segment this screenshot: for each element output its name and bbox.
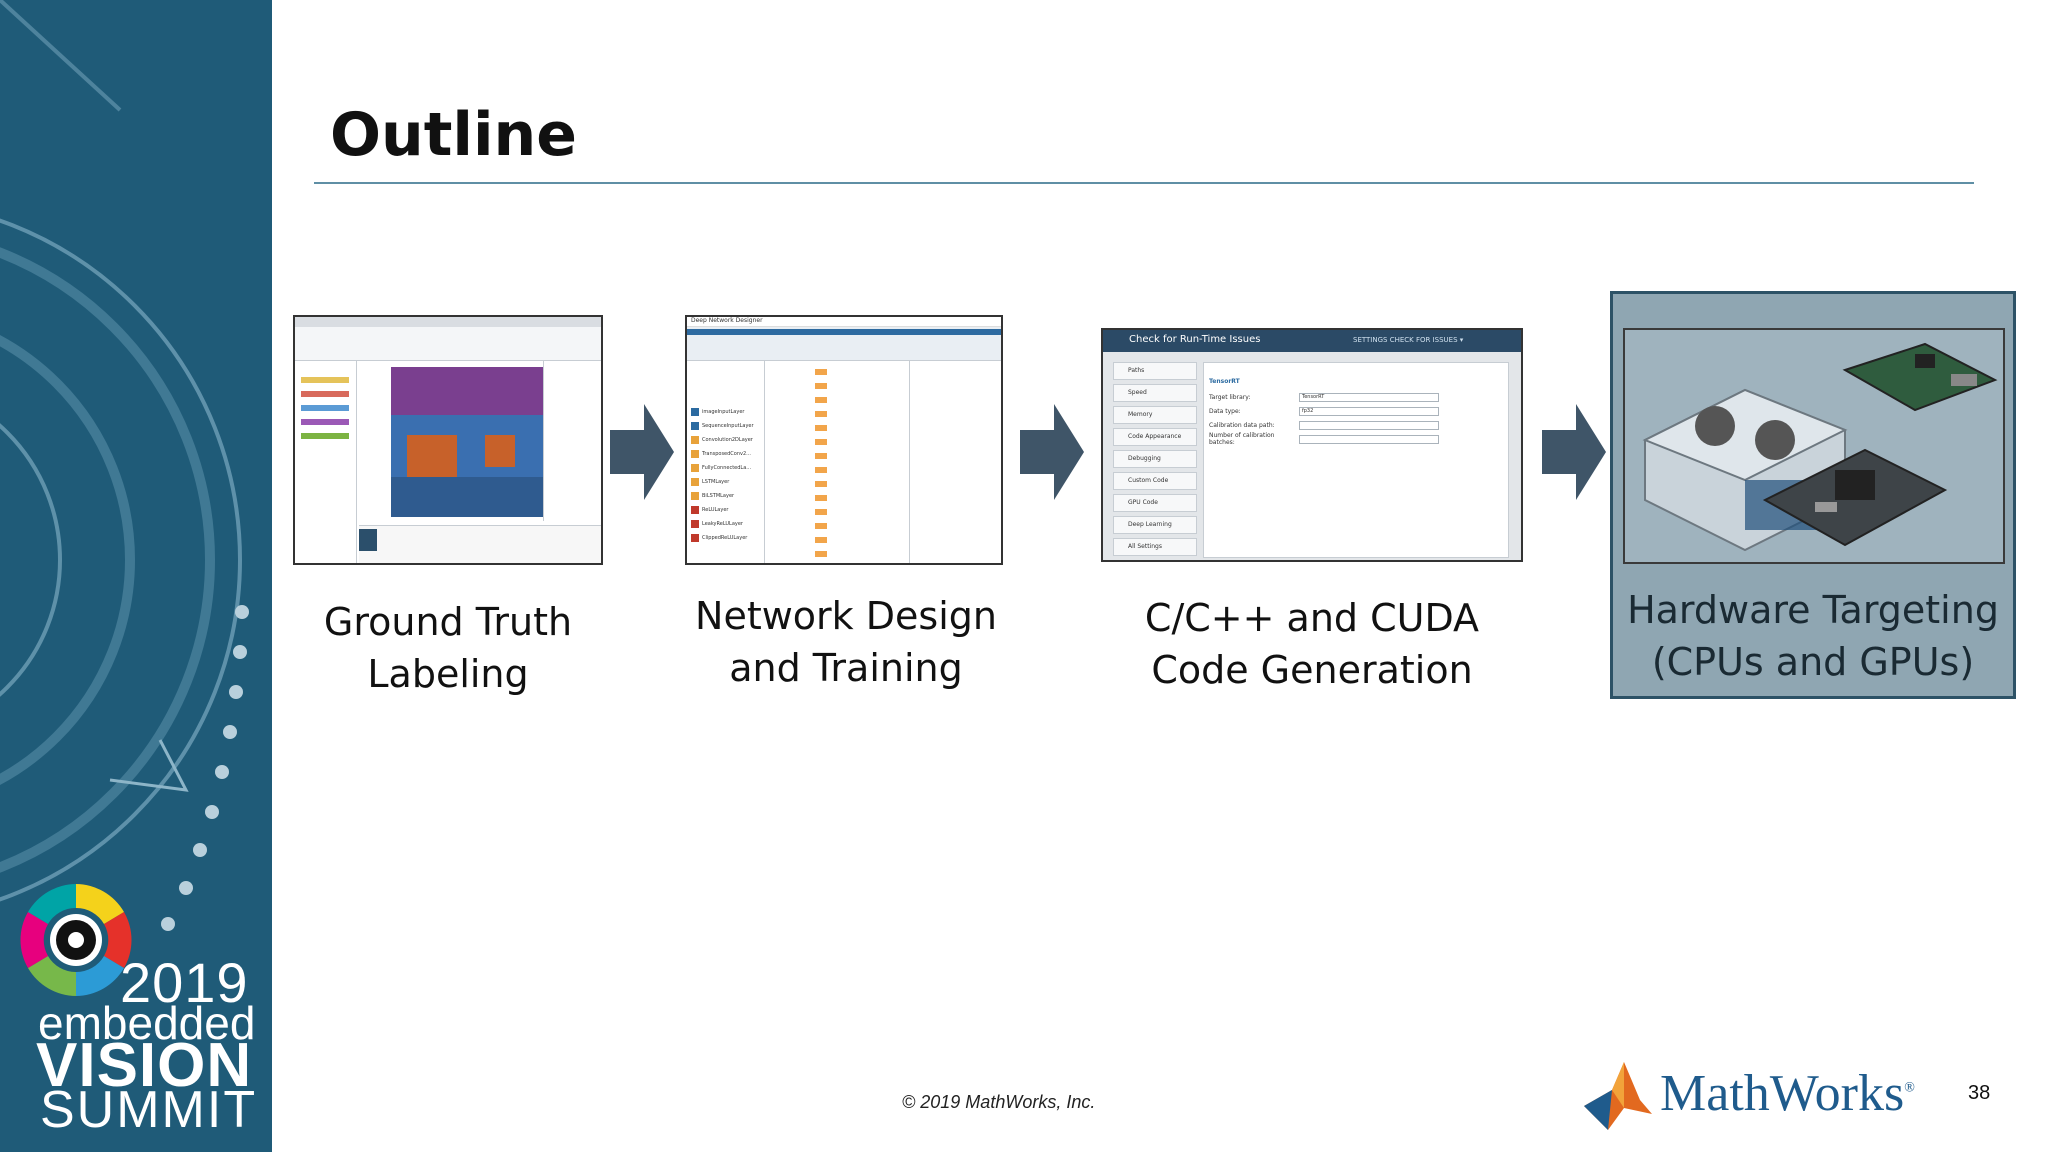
- copyright-notice: © 2019 MathWorks, Inc.: [902, 1092, 1096, 1112]
- summit-vision: VISION: [36, 1031, 253, 1100]
- step-label-network-design: Network Design and Training: [695, 594, 997, 690]
- settings-nav-item: Custom Code: [1113, 472, 1197, 490]
- layer-icon: [691, 408, 699, 416]
- arrow-right-icon: [610, 404, 674, 500]
- ground-truth-labeler-screenshot: [293, 315, 603, 565]
- layer-item: Convolution2DLayer: [691, 433, 763, 447]
- step-label-code-generation: C/C++ and CUDA Code Generation: [1144, 596, 1480, 692]
- sidebar-arcs: [0, 0, 249, 996]
- hardware-boards-photo: [1623, 328, 2005, 564]
- layer-icon: [691, 450, 699, 458]
- layer-item: ClippedReLULayer: [691, 531, 763, 545]
- settings-field-value: TensorRT: [1299, 392, 1439, 402]
- layer-icon: [691, 422, 699, 430]
- settings-nav-item: Deep Learning: [1113, 516, 1197, 534]
- layer-icon: [691, 464, 699, 472]
- hardware-targeting-highlight: Hardware Targeting (CPUs and GPUs): [1610, 291, 2016, 699]
- settings-nav-item: Memory: [1113, 406, 1197, 424]
- settings-field-value: [1299, 434, 1439, 444]
- arrow-right-icon: [1542, 404, 1606, 500]
- settings-nav-item: Speed: [1113, 384, 1197, 402]
- layer-item: LeakyReLULayer: [691, 517, 763, 531]
- layer-icon: [691, 492, 699, 500]
- settings-field-row: Target library:TensorRT: [1209, 390, 1499, 404]
- settings-nav-item: Debugging: [1113, 450, 1197, 468]
- settings-field-row: Calibration data path:: [1209, 418, 1499, 432]
- settings-field-value: [1299, 420, 1439, 430]
- summit-summit: SUMMIT: [40, 1081, 258, 1139]
- settings-nav-item: Code Appearance: [1113, 428, 1197, 446]
- settings-nav-item: Paths: [1113, 362, 1197, 380]
- step-label-hardware-targeting: Hardware Targeting (CPUs and GPUs): [1627, 588, 1999, 684]
- layer-icon: [691, 520, 699, 528]
- layer-item: imageInputLayer: [691, 405, 763, 419]
- layer-icon: [691, 436, 699, 444]
- settings-field-value: fp32: [1299, 406, 1439, 416]
- layer-item: FullyConnectedLa...: [691, 461, 763, 475]
- layer-item: TransposedConv2...: [691, 447, 763, 461]
- step-label-ground-truth: Ground Truth Labeling: [323, 600, 573, 696]
- layer-icon: [691, 478, 699, 486]
- mathworks-logo: MathWorks®: [1578, 1056, 1938, 1136]
- arrow-right-icon: [1020, 404, 1084, 500]
- brand-name: MathWorks: [1660, 1065, 1905, 1122]
- settings-field-row: Data type:fp32: [1209, 404, 1499, 418]
- title-divider: [314, 182, 1974, 184]
- summit-year: 2019: [120, 951, 249, 1014]
- settings-field-row: Number of calibration batches:: [1209, 432, 1499, 446]
- codegen-settings-screenshot: Check for Run-Time Issues SETTINGS CHECK…: [1101, 328, 1523, 562]
- membrane-icon: [1584, 1062, 1652, 1130]
- page-number: 38: [1968, 1082, 1991, 1104]
- layer-item: ReLULayer: [691, 503, 763, 517]
- layer-icon: [691, 534, 699, 542]
- layer-icon: [691, 506, 699, 514]
- layer-item: BiLSTMLayer: [691, 489, 763, 503]
- slide-title: Outline: [330, 100, 577, 170]
- layer-item: SequenceInputLayer: [691, 419, 763, 433]
- summit-embedded: embedded: [38, 997, 256, 1049]
- settings-nav-item: GPU Code: [1113, 494, 1197, 512]
- codegen-header: Check for Run-Time Issues: [1129, 334, 1261, 345]
- layer-item: LSTMLayer: [691, 475, 763, 489]
- sidebar-decoration: 2019 embedded VISION SUMMIT: [0, 0, 272, 1152]
- settings-nav-item: All Settings: [1113, 538, 1197, 556]
